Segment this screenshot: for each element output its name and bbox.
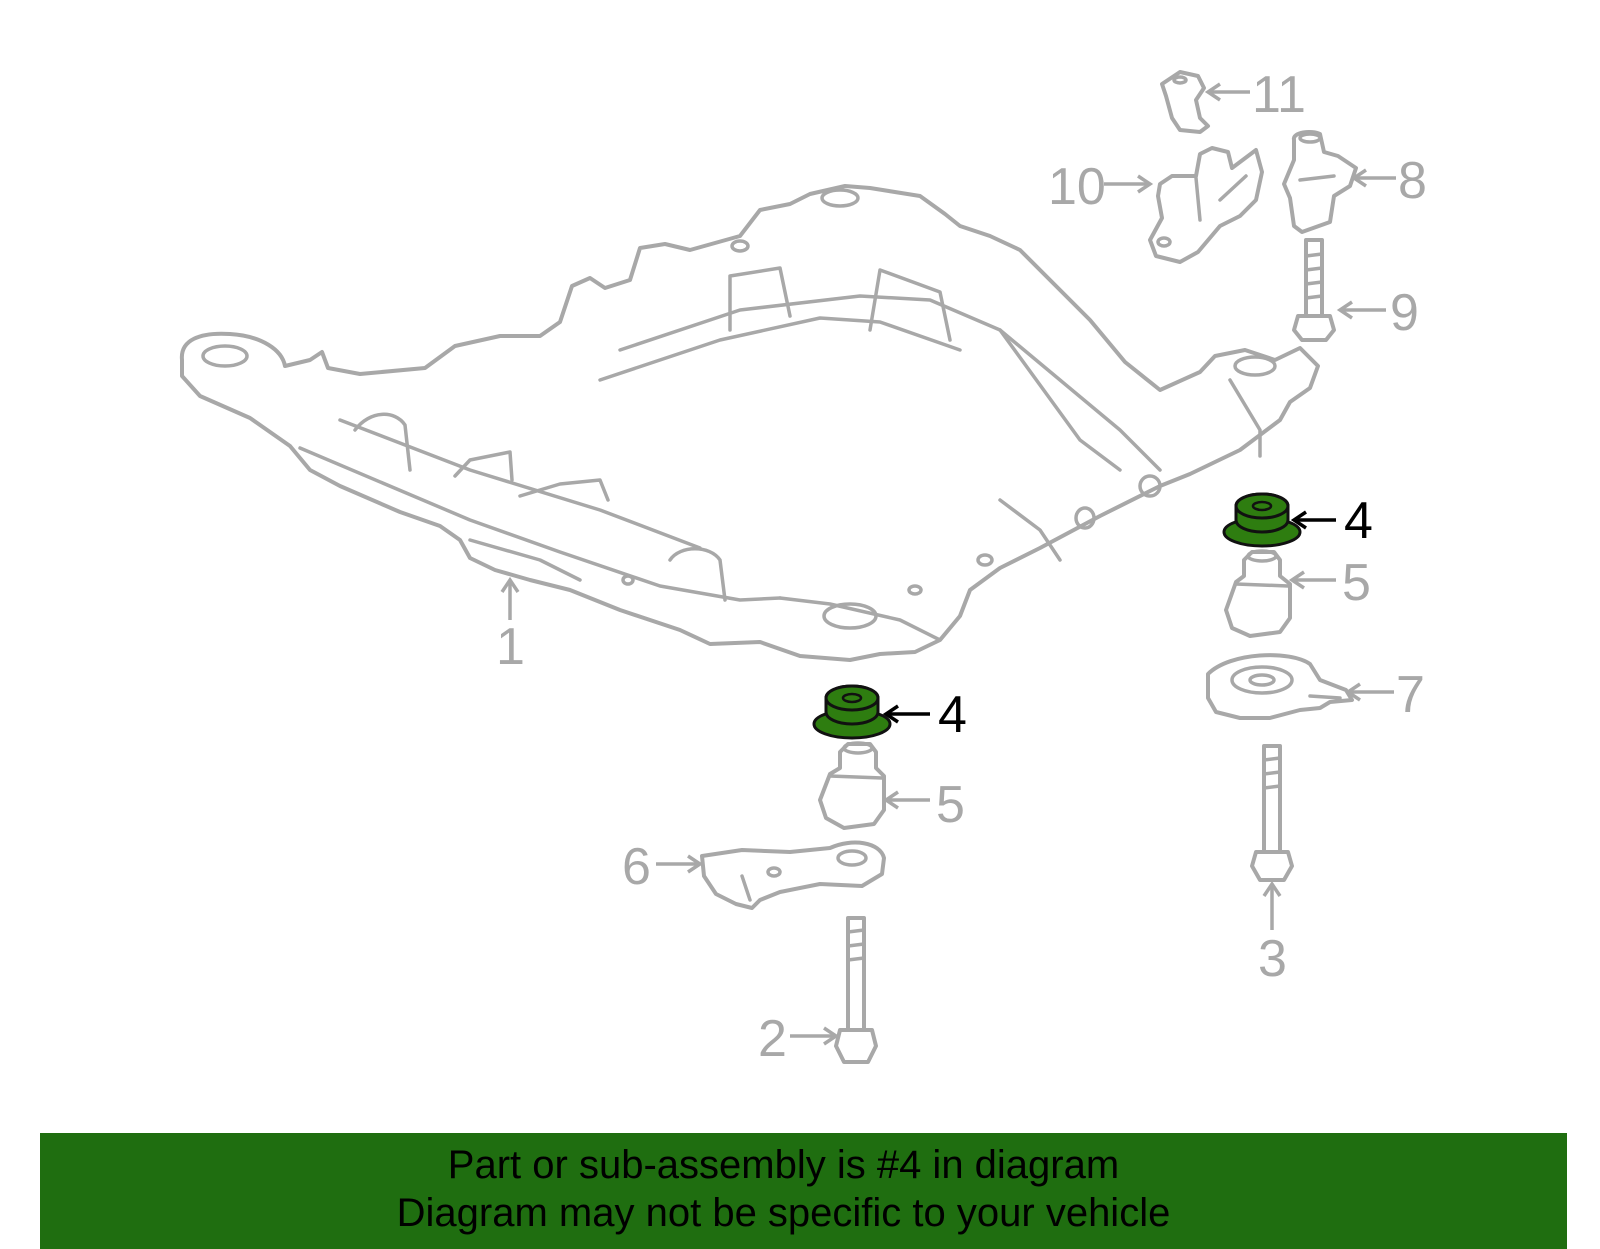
cushion-part-4-lower — [812, 684, 892, 740]
callout-6: 6 — [622, 838, 651, 896]
callout-4-lower: 4 — [938, 686, 967, 744]
banner-line-1: Part or sub-assembly is #4 in diagram — [447, 1143, 1120, 1187]
banner-line-2: Diagram may not be specific to your vehi… — [396, 1191, 1171, 1235]
callout-11: 11 — [1252, 66, 1306, 124]
callout-5-upper: 5 — [1342, 554, 1371, 612]
plate-part-7 — [1206, 653, 1354, 720]
plate-part-6 — [700, 840, 886, 910]
callout-2: 2 — [758, 1010, 787, 1068]
callout-9: 9 — [1390, 284, 1419, 342]
callout-4-upper: 4 — [1344, 492, 1373, 550]
bolt-part-3 — [1250, 744, 1294, 882]
callout-1: 1 — [496, 618, 525, 676]
callout-10: 10 — [1048, 158, 1106, 216]
bushing-part-5-upper — [1224, 549, 1292, 638]
cushion-part-4-upper — [1222, 492, 1302, 548]
info-banner: Part or sub-assembly is #4 in diagram Di… — [40, 1133, 1567, 1249]
callout-leaders — [500, 82, 1396, 1046]
bolt-part-2 — [834, 916, 878, 1064]
callout-7: 7 — [1396, 666, 1425, 724]
subframe-part-1 — [179, 184, 1320, 662]
callout-5-lower: 5 — [936, 776, 965, 834]
bracket-part-10 — [1148, 146, 1264, 264]
mount-part-8 — [1282, 130, 1358, 234]
bolt-part-9 — [1292, 238, 1336, 342]
bracket-part-11 — [1160, 70, 1210, 134]
callout-8: 8 — [1398, 152, 1427, 210]
bushing-part-5-lower — [818, 741, 886, 830]
callout-3: 3 — [1258, 930, 1287, 988]
callout-labels: 1 2 3 4 4 5 5 6 7 8 9 10 11 — [496, 66, 1427, 1068]
